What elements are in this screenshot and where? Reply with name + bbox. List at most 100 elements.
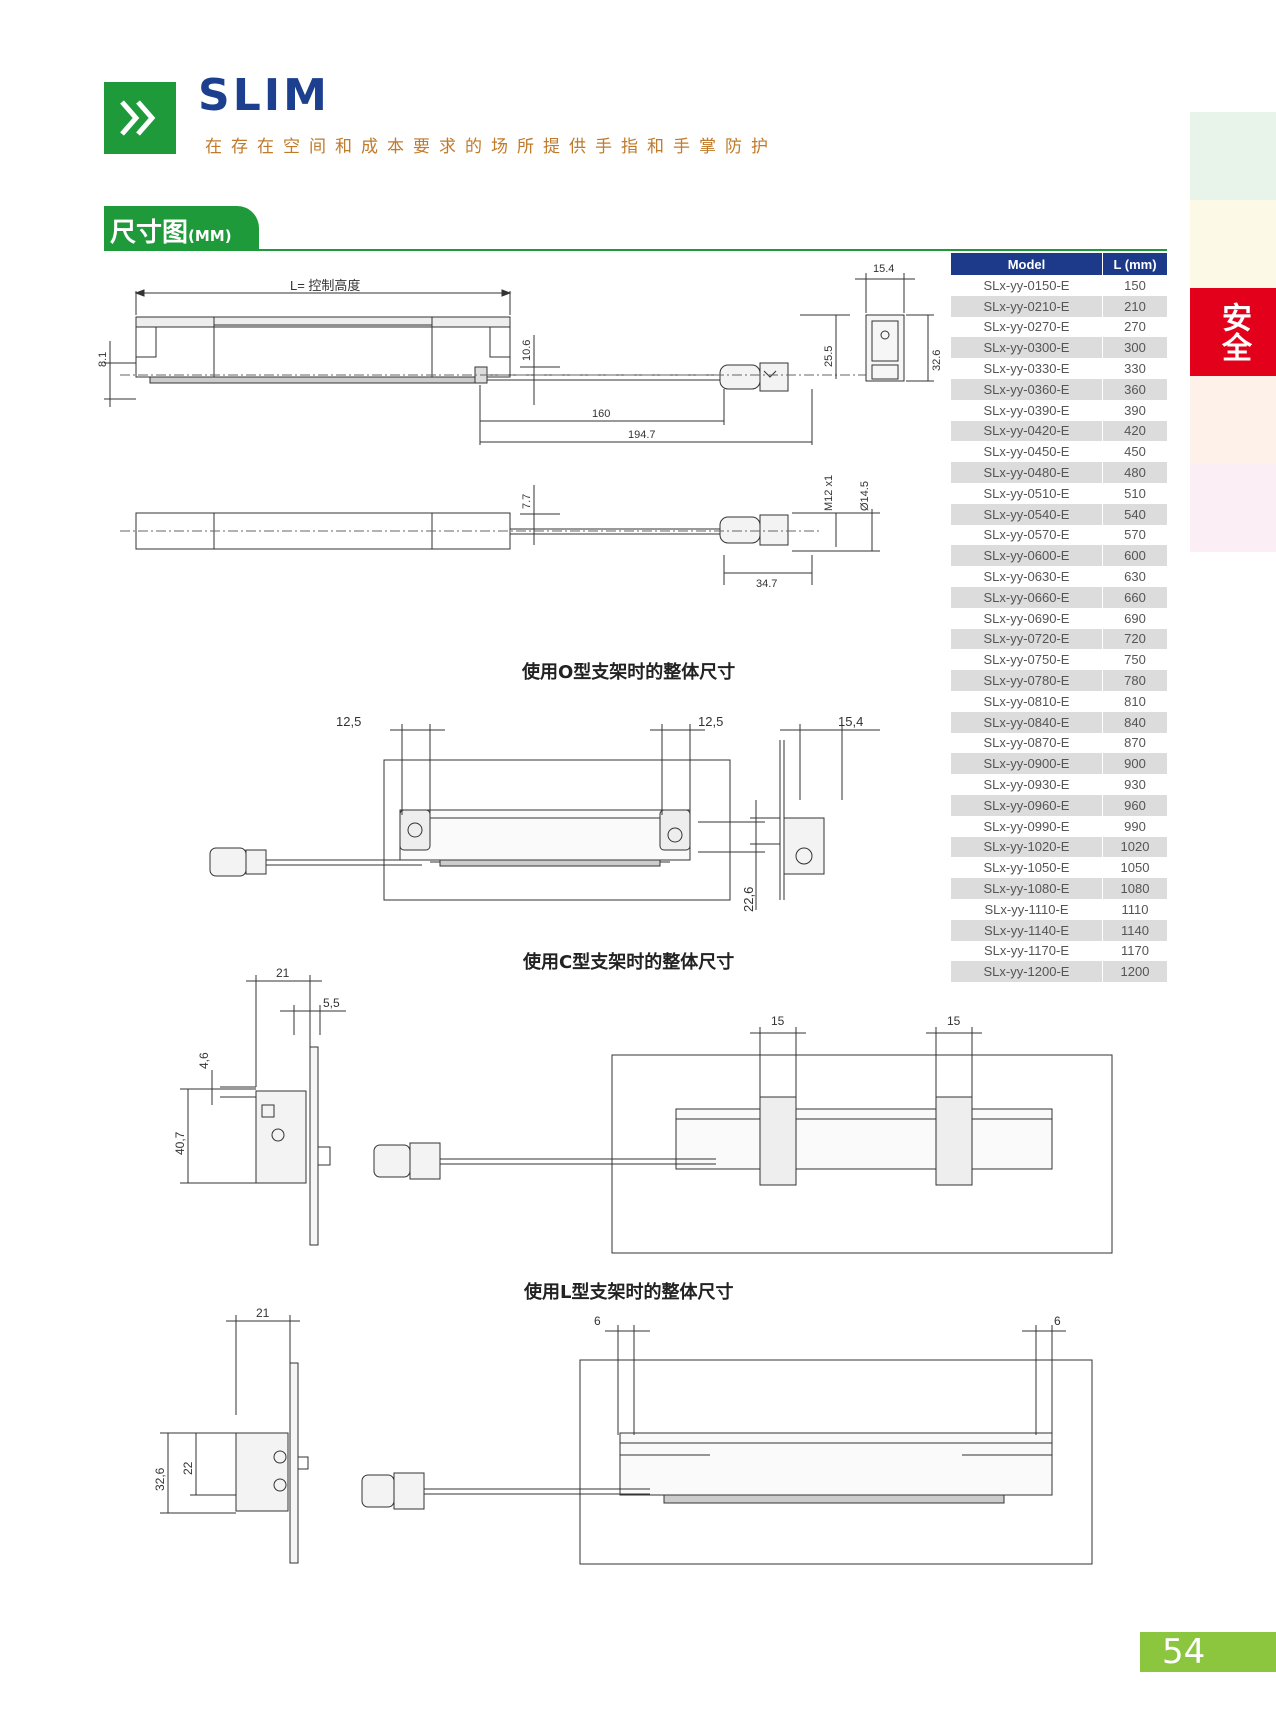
length-cell: 930 xyxy=(1102,774,1168,795)
model-cell: SLx-yy-1200-E xyxy=(951,961,1103,983)
dim-L-label: L= 控制高度 xyxy=(290,278,360,293)
dim-o-right: 12,5 xyxy=(698,714,723,729)
model-cell: SLx-yy-0690-E xyxy=(951,607,1103,629)
length-cell: 150 xyxy=(1102,275,1168,296)
length-cell: 360 xyxy=(1102,378,1168,400)
model-cell: SLx-yy-0270-E xyxy=(951,316,1103,338)
model-cell: SLx-yy-1110-E xyxy=(951,898,1103,920)
dim-l-6a: 6 xyxy=(594,1314,601,1328)
model-cell: SLx-yy-1080-E xyxy=(951,878,1103,899)
model-cell: SLx-yy-0840-E xyxy=(951,711,1103,733)
dim-10-6: 10.6 xyxy=(521,340,533,361)
dim-34-7: 34.7 xyxy=(756,578,777,590)
side-tab-2 xyxy=(1190,200,1276,288)
model-cell: SLx-yy-0750-E xyxy=(951,649,1103,671)
length-cell: 570 xyxy=(1102,524,1168,546)
length-cell: 330 xyxy=(1102,358,1168,379)
section-tab: 尺寸图(MM) xyxy=(104,206,259,250)
length-cell: 600 xyxy=(1102,545,1168,567)
length-cell: 1140 xyxy=(1102,919,1168,941)
model-cell: SLx-yy-1050-E xyxy=(951,857,1103,879)
length-cell: 480 xyxy=(1102,462,1168,483)
model-cell: SLx-yy-1170-E xyxy=(951,940,1103,962)
model-cell: SLx-yy-0450-E xyxy=(951,441,1103,463)
model-cell: SLx-yy-1020-E xyxy=(951,836,1103,858)
model-cell: SLx-yy-0360-E xyxy=(951,378,1103,400)
length-cell: 990 xyxy=(1102,815,1168,837)
dim-o-left: 12,5 xyxy=(336,714,361,729)
dim-l-6b: 6 xyxy=(1054,1314,1061,1328)
model-cell: SLx-yy-0960-E xyxy=(951,794,1103,816)
length-cell: 540 xyxy=(1102,503,1168,525)
dim-m12: M12 x1 xyxy=(823,475,835,511)
length-cell: 390 xyxy=(1102,399,1168,421)
dim-c-4-6: 4,6 xyxy=(197,1052,211,1069)
section-title: 尺寸图 xyxy=(110,218,189,248)
length-cell: 1200 xyxy=(1102,961,1168,983)
model-cell: SLx-yy-0300-E xyxy=(951,337,1103,359)
caption-l-bracket: 使用L型支架时的整体尺寸 xyxy=(524,1282,734,1303)
dim-l-32-6: 32,6 xyxy=(153,1467,167,1491)
dim-o-height: 22,6 xyxy=(741,887,756,912)
side-tab-1 xyxy=(1190,112,1276,200)
side-tab-4 xyxy=(1190,376,1276,464)
dimension-drawing-main: L= 控制高度 15.4 10.6 8.1 25.5 32.6 160 194.… xyxy=(97,263,943,590)
model-cell: SLx-yy-0540-E xyxy=(951,503,1103,525)
length-cell: 420 xyxy=(1102,420,1168,442)
length-cell: 1080 xyxy=(1102,878,1168,899)
length-cell: 660 xyxy=(1102,586,1168,608)
table-header-model: Model xyxy=(951,253,1103,275)
table-header-length: L (mm) xyxy=(1102,253,1168,275)
dim-c-15a: 15 xyxy=(771,1014,785,1028)
dim-o-side: 15,4 xyxy=(838,714,863,729)
length-cell: 270 xyxy=(1102,316,1168,338)
model-cell: SLx-yy-0570-E xyxy=(951,524,1103,546)
caption-o-bracket: 使用O型支架时的整体尺寸 xyxy=(522,662,736,683)
length-cell: 630 xyxy=(1102,566,1168,587)
section-unit: (MM) xyxy=(188,227,232,245)
length-cell: 1020 xyxy=(1102,836,1168,858)
model-cell: SLx-yy-0480-E xyxy=(951,462,1103,483)
model-cell: SLx-yy-0810-E xyxy=(951,690,1103,712)
length-cell: 780 xyxy=(1102,670,1168,691)
dim-15-4: 15.4 xyxy=(873,263,894,275)
dim-194-7: 194.7 xyxy=(628,429,656,441)
dim-c-21: 21 xyxy=(276,966,290,980)
dim-7-7: 7.7 xyxy=(521,494,533,509)
dim-8-1: 8.1 xyxy=(97,352,109,367)
length-cell: 900 xyxy=(1102,753,1168,775)
model-cell: SLx-yy-0780-E xyxy=(951,670,1103,691)
length-cell: 960 xyxy=(1102,794,1168,816)
model-cell: SLx-yy-0870-E xyxy=(951,732,1103,754)
model-cell: SLx-yy-0630-E xyxy=(951,566,1103,587)
dim-l-22: 22 xyxy=(181,1461,195,1475)
model-cell: SLx-yy-0600-E xyxy=(951,545,1103,567)
length-cell: 750 xyxy=(1102,649,1168,671)
section-divider xyxy=(104,249,1167,251)
model-cell: SLx-yy-0720-E xyxy=(951,628,1103,650)
length-cell: 870 xyxy=(1102,732,1168,754)
